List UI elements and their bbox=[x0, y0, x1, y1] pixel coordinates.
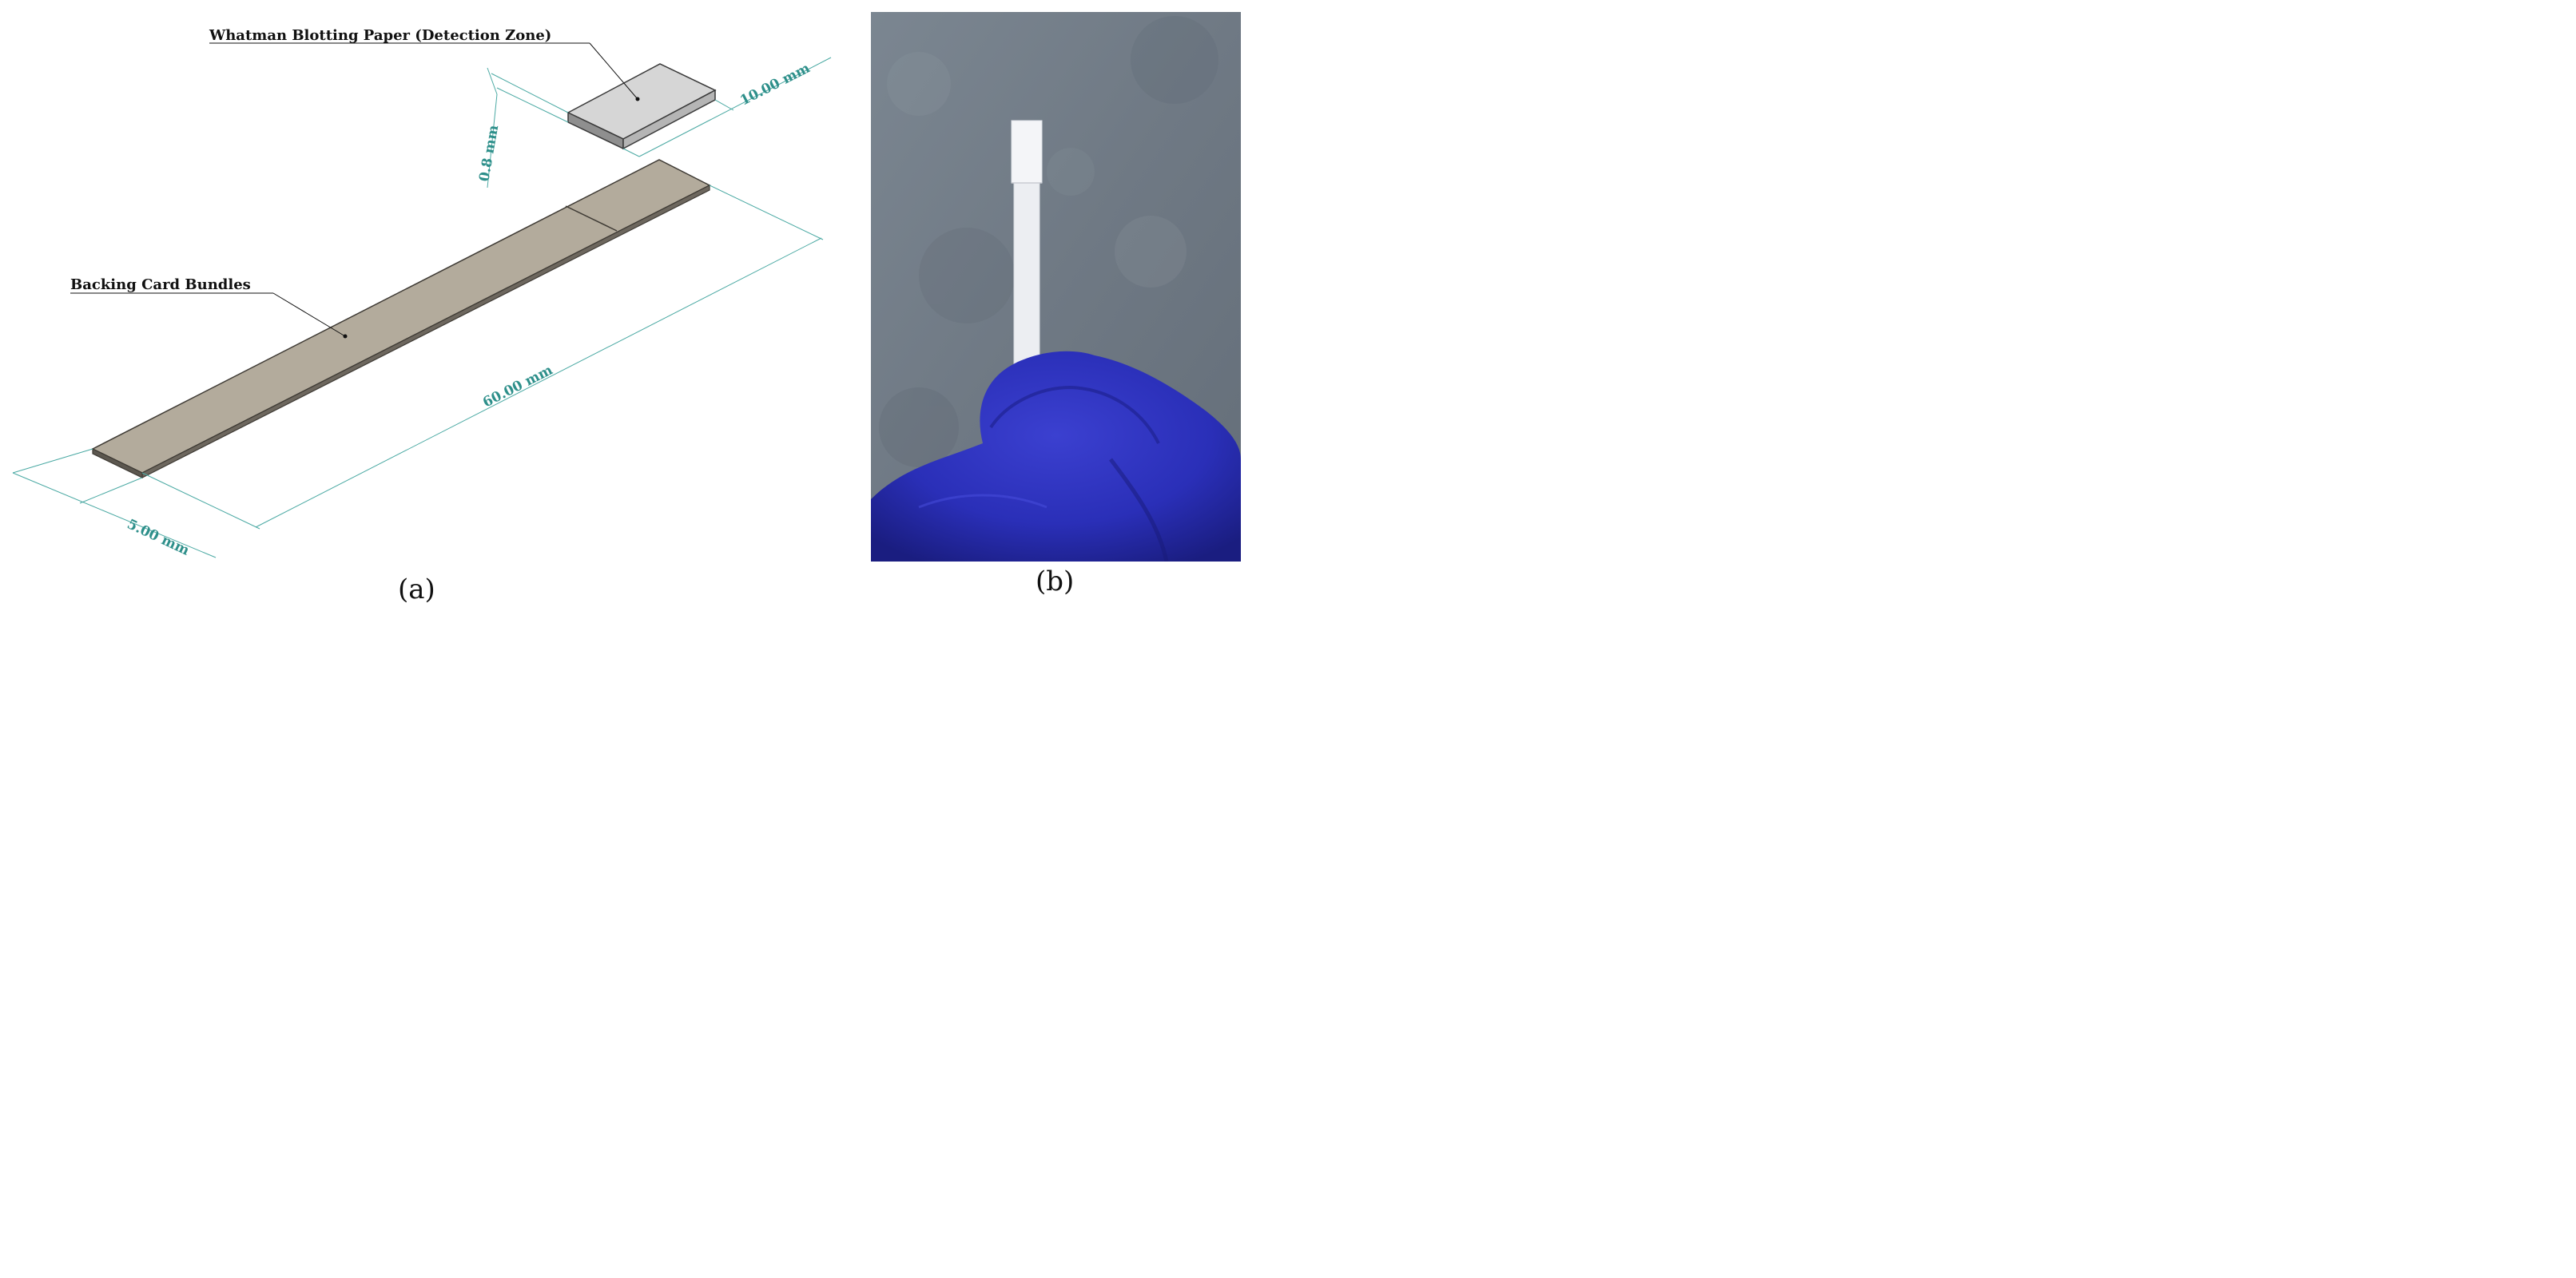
dimension-length-label: 60.00 mm bbox=[480, 362, 555, 411]
blue-glove bbox=[871, 351, 1241, 562]
detection-zone-callout: Whatman Blotting Paper (Detection Zone) bbox=[209, 27, 551, 44]
backing-card-callout: Backing Card Bundles bbox=[70, 276, 251, 293]
dimension-length: 60.00 mm bbox=[141, 185, 824, 530]
panel-a-caption: (a) bbox=[398, 574, 435, 605]
panel-b-caption: (b) bbox=[1036, 566, 1075, 597]
dimension-thickness: 0.8 mm bbox=[476, 67, 569, 189]
backing-card-strip bbox=[91, 159, 711, 478]
dimension-width-label: 5.00 mm bbox=[125, 516, 192, 558]
dimension-width: 5.00 mm bbox=[12, 448, 217, 559]
detection-zone-block bbox=[566, 63, 717, 150]
callout-leaders bbox=[70, 42, 640, 339]
panel-b-photo bbox=[871, 12, 1241, 562]
figure: Whatman Blotting Paper (Detection Zone) … bbox=[0, 0, 1253, 626]
background-texture bbox=[879, 16, 1218, 467]
dimension-thickness-label: 0.8 mm bbox=[476, 124, 502, 183]
dimension-zone-length-label: 10.00 mm bbox=[737, 60, 813, 109]
test-strip bbox=[1011, 120, 1043, 367]
panel-a-drawing: Whatman Blotting Paper (Detection Zone) … bbox=[12, 27, 832, 559]
